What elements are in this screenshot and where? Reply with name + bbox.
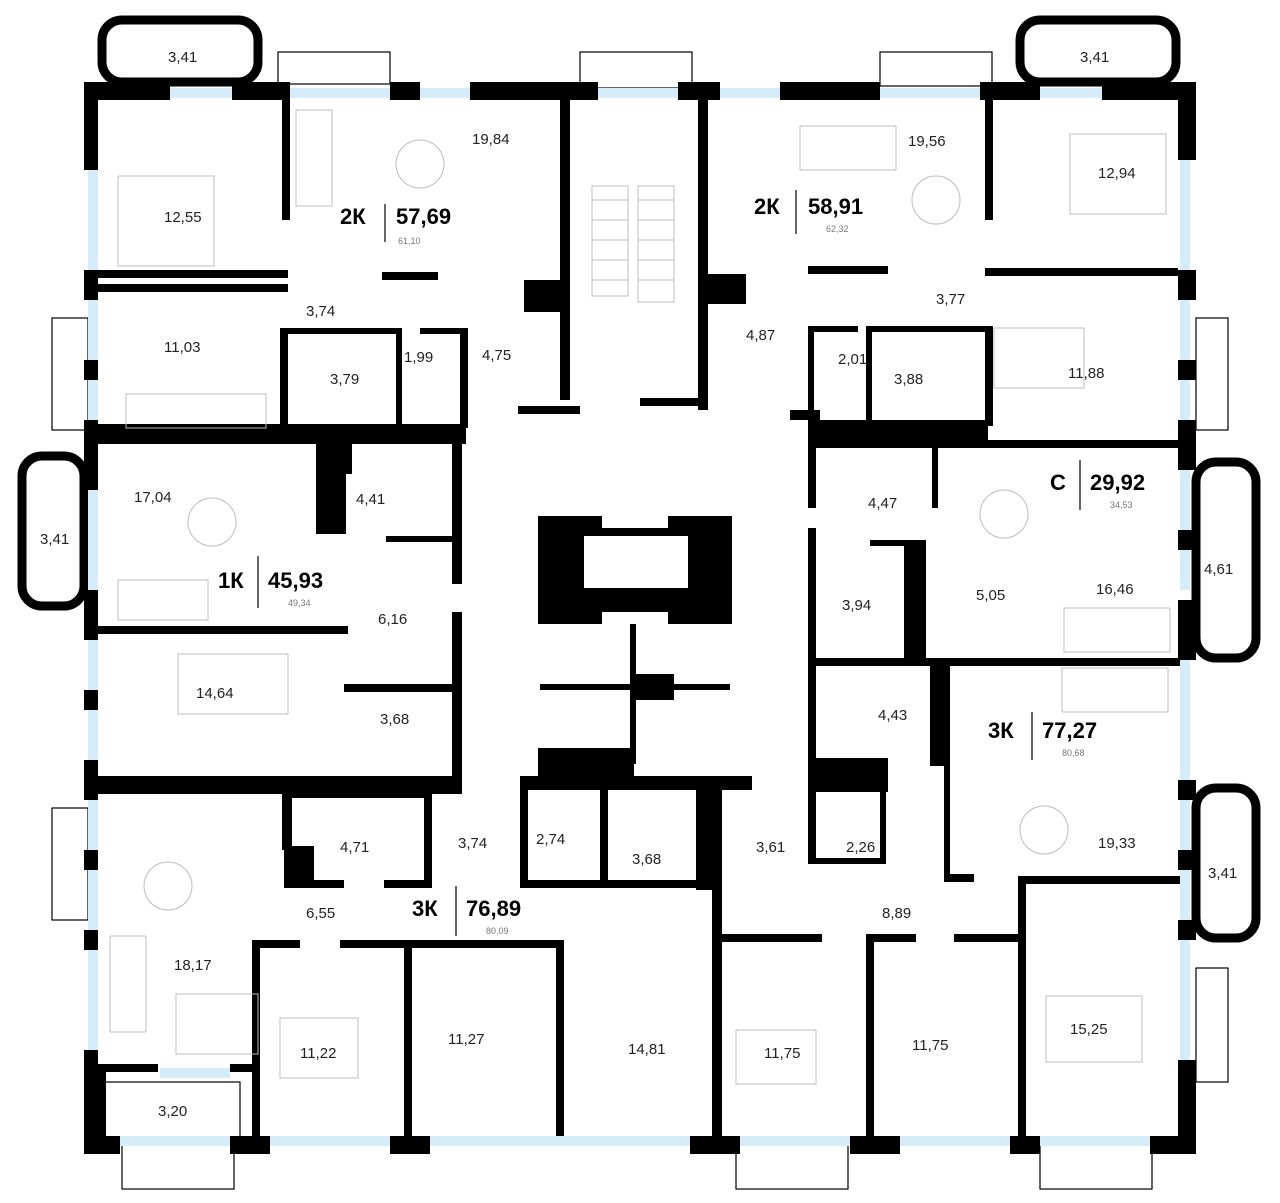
room-area: 6,55 (306, 905, 335, 922)
room-area: 14,64 (196, 685, 234, 702)
room-area: 11,75 (764, 1045, 800, 1062)
room-area: 4,47 (868, 495, 897, 512)
room-area: 19,56 (908, 133, 946, 150)
apartment-total-area: 62,32 (826, 224, 849, 234)
apartment-area: 57,69 (396, 204, 451, 229)
room-area: 12,55 (164, 209, 202, 226)
room-area: 4,41 (356, 491, 385, 508)
room-area: 14,81 (628, 1041, 666, 1058)
apartment-total-area: 49,34 (288, 598, 311, 608)
room-area: 3,41 (40, 531, 69, 548)
room-area: 2,26 (846, 839, 875, 856)
room-area: 15,25 (1070, 1021, 1108, 1038)
room-area: 3,94 (842, 597, 871, 614)
apartment-2k-right: 2К 58,91 62,32 (754, 190, 863, 234)
room-area: 11,03 (164, 339, 200, 356)
room-area: 19,33 (1098, 835, 1136, 852)
room-area: 3,68 (380, 711, 409, 728)
apartment-area: 58,91 (808, 194, 863, 219)
apartment-1k: 1К 45,93 49,34 (218, 556, 323, 608)
room-area: 3,41 (1080, 49, 1109, 66)
room-area: 2,01 (838, 351, 867, 368)
room-labels: 3,41 3,41 19,84 19,56 12,55 12,94 3,74 3… (40, 49, 1237, 1120)
apartment-area: 45,93 (268, 568, 323, 593)
room-area: 17,04 (134, 489, 172, 506)
room-area: 6,16 (378, 611, 407, 628)
room-area: 2,74 (536, 831, 565, 848)
apartment-labels: 2К 57,69 61,10 2К 58,91 62,32 С 29,92 34… (218, 190, 1145, 936)
room-area: 8,89 (882, 905, 911, 922)
room-area: 4,61 (1204, 561, 1233, 578)
apartment-3k-bottom: 3К 76,89 80,09 (412, 886, 521, 936)
apartment-total-area: 80,09 (486, 926, 509, 936)
room-area: 19,84 (472, 131, 510, 148)
room-area: 3,20 (158, 1103, 187, 1120)
room-area: 11,27 (448, 1031, 484, 1048)
room-area: 16,46 (1096, 581, 1134, 598)
apartment-total-area: 61,10 (398, 236, 421, 246)
apartment-3k-right: 3К 77,27 80,68 (988, 712, 1097, 760)
apartment-studio: С 29,92 34,53 (1050, 460, 1145, 510)
apartment-total-area: 80,68 (1062, 748, 1085, 758)
apartment-type: 2К (754, 194, 780, 219)
room-area: 11,22 (300, 1045, 336, 1062)
room-area: 3,74 (458, 835, 487, 852)
room-area: 3,79 (330, 371, 359, 388)
apartment-type: 3К (988, 718, 1014, 743)
room-area: 18,17 (174, 957, 212, 974)
room-area: 4,43 (878, 707, 907, 724)
apartment-type: 2К (340, 204, 366, 229)
apartment-area: 77,27 (1042, 718, 1097, 743)
apartment-area: 29,92 (1090, 470, 1145, 495)
room-area: 4,71 (340, 839, 369, 856)
room-area: 4,75 (482, 347, 511, 364)
room-area: 11,75 (912, 1037, 948, 1054)
walls (84, 82, 1196, 1154)
apartment-total-area: 34,53 (1110, 500, 1133, 510)
room-area: 11,88 (1068, 365, 1104, 382)
room-area: 5,05 (976, 587, 1005, 604)
room-area: 12,94 (1098, 165, 1136, 182)
room-area: 3,74 (306, 303, 335, 320)
apartment-type: С (1050, 470, 1066, 495)
apartment-2k-left: 2К 57,69 61,10 (340, 204, 451, 246)
apartment-area: 76,89 (466, 896, 521, 921)
room-area: 3,41 (168, 49, 197, 66)
room-area: 3,41 (1208, 865, 1237, 882)
room-area: 3,88 (894, 371, 923, 388)
room-area: 3,77 (936, 291, 965, 308)
apartment-type: 3К (412, 896, 438, 921)
apartment-type: 1К (218, 568, 244, 593)
room-area: 1,99 (404, 349, 433, 366)
furniture (109, 109, 1171, 1085)
room-area: 3,61 (756, 839, 785, 856)
room-area: 3,68 (632, 851, 661, 868)
room-area: 4,87 (746, 327, 775, 344)
